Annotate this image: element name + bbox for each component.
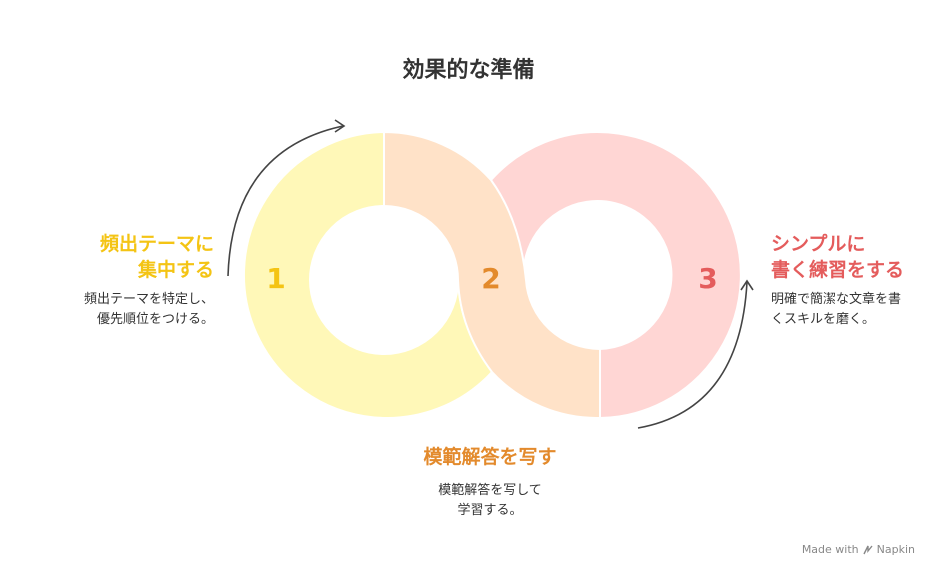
step-2-description: 模範解答を写して 学習する。	[380, 481, 600, 521]
page-title: 効果的な準備	[402, 58, 535, 83]
footer-made-with: Made with	[801, 543, 859, 556]
ring-segment-2	[383, 130, 601, 420]
step-number-1: 1	[266, 262, 285, 295]
step-3-description: 明確で簡潔な文章を書 くスキルを磨く。	[771, 290, 901, 330]
step-2-desc-line-2: 学習する。	[457, 503, 523, 518]
step-3-label-line-2: 書く練習をする	[771, 259, 905, 281]
step-2-label: 模範解答を写す	[380, 444, 600, 470]
step-2-label-line-1: 模範解答を写す	[423, 446, 557, 468]
arrow-curve-bottom	[637, 281, 748, 429]
step-3-desc-line-1: 明確で簡潔な文章を書	[771, 292, 902, 307]
napkin-logo-icon	[863, 545, 873, 554]
step-1-desc-line-2: 優先順位をつける。	[96, 312, 214, 327]
step-3-desc-line-2: くスキルを磨く。	[771, 312, 876, 327]
step-number-3: 3	[698, 262, 717, 295]
step-3-label-line-1: シンプルに	[771, 233, 866, 255]
step-1-label: 頻出テーマに 集中する	[100, 231, 214, 283]
step-1-label-line-2: 集中する	[137, 259, 214, 281]
arrowhead-bottom-icon	[740, 279, 754, 291]
ring-segment-3	[456, 131, 742, 420]
arrow-curve-top	[227, 125, 344, 277]
footer-brand: Napkin	[876, 543, 915, 556]
step-3-label: シンプルに 書く練習をする	[771, 231, 904, 283]
step-1-desc-line-1: 頻出テーマを特定し、	[83, 292, 214, 307]
step-1-description: 頻出テーマを特定し、 優先順位をつける。	[84, 290, 214, 330]
step-1-label-line-1: 頻出テーマに	[99, 233, 214, 255]
arrowhead-top-icon	[334, 119, 346, 133]
step-number-2: 2	[481, 262, 500, 295]
footer-watermark: Made with Napkin	[802, 543, 915, 556]
step-2-desc-line-1: 模範解答を写して	[438, 483, 542, 498]
